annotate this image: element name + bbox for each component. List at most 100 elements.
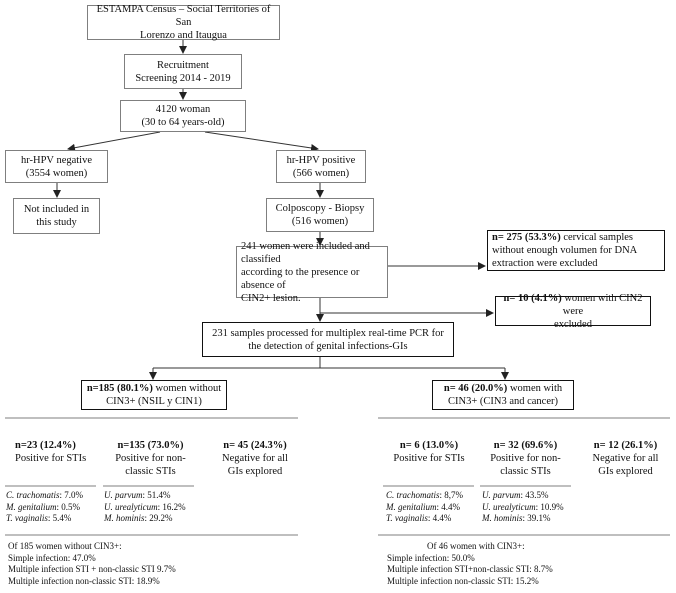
total-women-box: 4120 woman (30 to 64 years-old): [120, 100, 246, 132]
right-sti-name-2: T. vaginalis: [386, 513, 428, 523]
cin3pos-line1: n= 46 (20.0%) women with: [444, 382, 562, 395]
pcr-box: 231 samples processed for multiplex real…: [202, 322, 454, 357]
excluded-275-box: n= 275 (53.3%) cervical samples without …: [487, 230, 665, 271]
hpv-negative-box: hr-HPV negative (3554 women): [5, 150, 108, 183]
cin3neg-count: n=185 (80.1%): [86, 383, 153, 394]
left-nc-value-2: : 29.2%: [144, 513, 173, 523]
left-sti-label: Positive for STIs: [15, 453, 87, 464]
left-sti-detail: C. trachomatis: 7.0% M. genitalium: 0.5%…: [6, 490, 101, 525]
notincl-line1: Not included in: [23, 204, 90, 215]
right-nonclassic-item: U. urealyticum: 10.9%: [482, 502, 582, 514]
cin3pos-text1: women with: [507, 383, 563, 394]
left-nc-name-1: U. urealyticum: [104, 501, 158, 512]
right-nc-value-2: : 39.1%: [522, 513, 551, 523]
left-summary: Of 185 women without CIN3+: Simple infec…: [8, 541, 298, 587]
pcr-line1: 231 samples processed for multiplex real…: [212, 327, 444, 339]
left-nonclassic-label1: Positive for non-: [115, 453, 186, 464]
left-summary-line: Multiple infection STI + non-classic STI…: [8, 564, 176, 574]
left-sti-item: T. vaginalis: 5.4%: [6, 513, 101, 525]
included-line3: CIN2+ lesion.: [241, 292, 301, 304]
right-sti-item: M. genitalium: 4.4%: [386, 502, 481, 514]
right-sti-value-1: : 4.4%: [436, 501, 461, 512]
right-summary-line: Multiple infection STI+non-classic STI: …: [387, 564, 553, 574]
right-sti-item: T. vaginalis: 4.4%: [386, 513, 481, 525]
included-line1: 241 women were included and classified: [241, 240, 370, 265]
right-sti-count: n= 6 (13.0%): [384, 439, 474, 452]
right-sti-count-value: n= 6 (13.0%): [399, 440, 459, 451]
right-nonclassic-label1: Positive for non-: [490, 453, 561, 464]
arrow-total-neg: [67, 131, 161, 152]
right-summary-line: Of 46 women with CIN3+:: [427, 541, 525, 551]
notincl-line2: this study: [36, 217, 77, 228]
left-negative-group: n= 45 (24.3%) Negative for all GIs explo…: [210, 439, 300, 478]
right-summary: Of 46 women with CIN3+: Simple infection…: [387, 541, 672, 587]
recruitment-line1: Recruitment: [157, 59, 209, 71]
pcr-line2: the detection of genital infections-GIs: [248, 340, 408, 352]
right-sti-name-0: C. trachomatis: [386, 490, 440, 500]
left-nc-value-0: : 51.4%: [142, 490, 171, 500]
cin3-positive-box: n= 46 (20.0%) women with CIN3+ (CIN3 and…: [432, 380, 574, 410]
left-negative-label1: Negative for all: [222, 453, 288, 464]
excl275-line3: extraction were excluded: [492, 258, 598, 269]
cin3neg-text1: women without: [152, 383, 222, 394]
right-sti-label: Positive for STIs: [393, 453, 465, 464]
right-nc-value-1: : 10.9%: [535, 501, 564, 512]
right-negative-label2: GIs explored: [598, 466, 653, 477]
recruitment-box: Recruitment Screening 2014 - 2019: [124, 54, 242, 89]
left-nonclassic-group: n=135 (73.0%) Positive for non- classic …: [103, 439, 198, 478]
right-sti-item: C. trachomatis: 8,7%: [386, 490, 481, 502]
recruitment-line2: Screening 2014 - 2019: [135, 72, 231, 84]
left-sti-count: n=23 (12.4%): [15, 439, 105, 452]
included-box: 241 women were included and classified a…: [236, 241, 388, 304]
census-line2: Lorenzo and Itaugua: [140, 30, 227, 41]
excl275-text1: cervical samples: [560, 232, 634, 243]
excl10-line1: n= 10 (4.1%) women with CIN2 were: [496, 292, 650, 318]
excl10-text1: women with CIN2 were: [561, 292, 643, 317]
left-nonclassic-detail: U. parvum: 51.4% U. urealyticum: 16.2% M…: [104, 490, 204, 525]
right-nonclassic-count: n= 32 (69.6%): [478, 439, 573, 452]
left-sti-name-0: C. trachomatis: [6, 490, 60, 500]
left-sti-value-0: : 7.0%: [59, 490, 84, 500]
left-sti-item: M. genitalium: 0.5%: [6, 502, 101, 514]
neg-line1: hr-HPV negative: [20, 154, 93, 166]
right-sti-group: n= 6 (13.0%) Positive for STIs: [384, 439, 474, 465]
right-nonclassic-detail: U. parvum: 43.5% U. urealyticum: 10.9% M…: [482, 490, 582, 525]
excl275-count: n= 275 (53.3%): [492, 232, 561, 243]
pos-line1: hr-HPV positive: [286, 154, 356, 166]
excl275-line1: n= 275 (53.3%) cervical samples: [492, 231, 633, 244]
total-line1: 4120 woman: [155, 104, 211, 115]
cin3-negative-box: n=185 (80.1%) women without CIN3+ (NSIL …: [81, 380, 227, 410]
census-box: ESTAMPA Census – Social Territories of S…: [87, 4, 280, 41]
not-included-box: Not included in this study: [13, 198, 100, 234]
included-line2: according to the presence or absence of: [241, 266, 360, 291]
left-nc-name-2: M. hominis: [104, 513, 145, 523]
right-sti-value-2: : 4.4%: [427, 513, 452, 523]
left-sti-name-2: T. vaginalis: [6, 513, 48, 523]
right-sti-name-1: M. genitalium: [386, 501, 437, 512]
right-nc-name-2: M. hominis: [482, 513, 523, 523]
right-nonclassic-item: M. hominis: 39.1%: [482, 513, 582, 525]
excl10-count: n= 10 (4.1%): [503, 292, 562, 304]
left-nc-value-1: : 16.2%: [157, 501, 186, 512]
right-nc-name-1: U. urealyticum: [482, 501, 536, 512]
left-nonclassic-count-value: n=135 (73.0%): [117, 440, 184, 451]
right-sti-value-0: : 8,7%: [439, 490, 464, 500]
left-sti-group: n=23 (12.4%) Positive for STIs: [15, 439, 105, 465]
excluded-10-box: n= 10 (4.1%) women with CIN2 were exclud…: [495, 293, 651, 330]
census-line1: ESTAMPA Census – Social Territories of S…: [96, 4, 271, 28]
right-summary-line: Multiple infection non-classic STI: 15.2…: [387, 575, 539, 586]
right-negative-group: n= 12 (26.1%) Negative for all GIs explo…: [578, 439, 673, 478]
right-summary-line: Simple infection: 50.0%: [387, 552, 475, 563]
right-negative-label1: Negative for all: [592, 453, 659, 464]
left-negative-count: n= 45 (24.3%): [210, 439, 300, 452]
left-summary-line: Of 185 women without CIN3+:: [8, 541, 122, 551]
arrow-total-pos: [204, 131, 319, 152]
cin3pos-count: n= 46 (20.0%): [443, 383, 508, 394]
left-negative-label2: GIs explored: [227, 466, 283, 477]
total-line2: (30 to 64 years-old): [141, 117, 225, 128]
left-nonclassic-item: M. hominis: 29.2%: [104, 513, 204, 525]
excl275-line2: without enough volumen for DNA: [492, 245, 638, 256]
colpo-line2: (516 women): [291, 216, 349, 227]
colpo-line1: Colposcopy - Biopsy: [275, 203, 365, 214]
